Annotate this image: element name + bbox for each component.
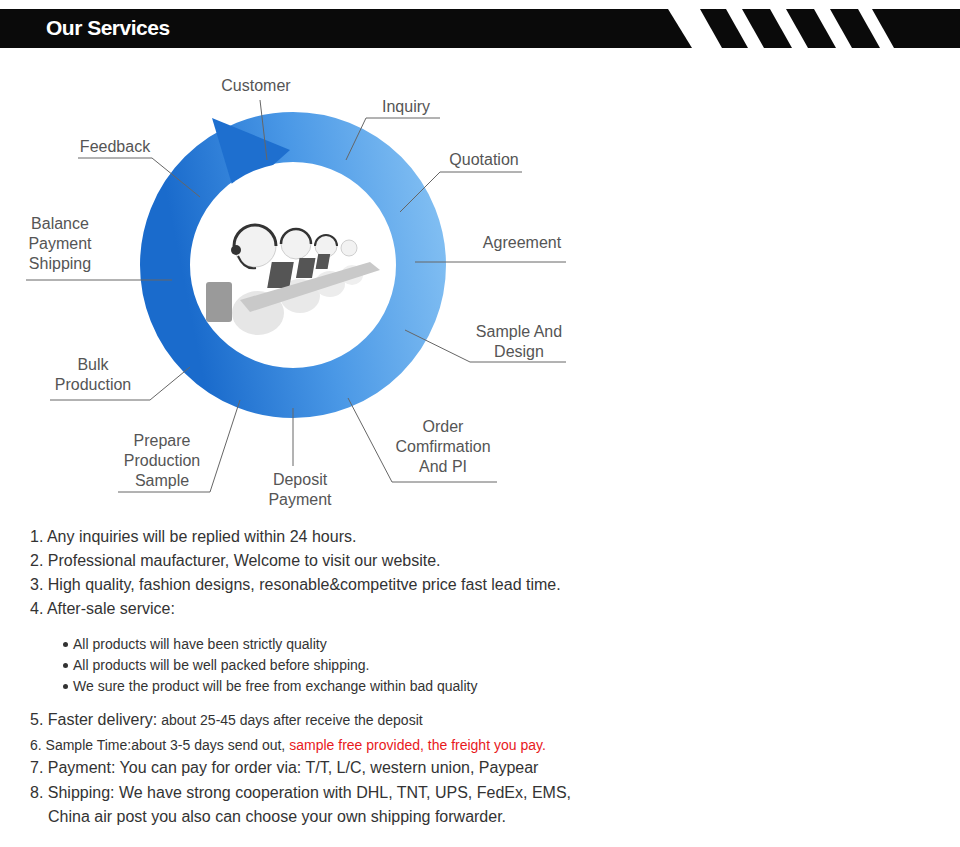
step-label: Quotation — [434, 150, 534, 170]
list-text: All products will have been strictly qua… — [73, 636, 327, 652]
step-label: Sample And Design — [469, 322, 569, 362]
step-label: Order Comfirmation And PI — [388, 417, 498, 477]
list-text: 2. Professional maufacturer, Welcome to … — [30, 552, 441, 569]
list-line: All products will have been strictly qua… — [73, 634, 327, 654]
list-line: 1. Any inquiries will be replied within … — [30, 526, 356, 548]
list-bullet — [63, 663, 68, 668]
step-label: Deposit Payment — [260, 470, 340, 510]
step-label: Bulk Production — [46, 355, 141, 395]
list-text: about 25-45 days after receive the depos… — [161, 712, 423, 728]
list-text: 1. Any inquiries will be replied within … — [30, 528, 356, 545]
list-text: 8. Shipping: We have strong cooperation … — [30, 784, 571, 825]
list-line: All products will be well packed before … — [73, 655, 370, 675]
call-center-figures — [206, 225, 380, 335]
list-line: 5. Faster delivery:about 25-45 days afte… — [30, 709, 423, 731]
list-text: All products will be well packed before … — [73, 657, 370, 673]
list-line: 6. Sample Time:about 3-5 days send out,s… — [30, 734, 546, 756]
step-label: Balance Payment Shipping — [10, 214, 110, 274]
list-text: sample free provided, the freight you pa… — [289, 737, 546, 753]
list-text: 4. After-sale service: — [30, 600, 175, 617]
list-line: 4. After-sale service: — [30, 598, 175, 620]
step-label: Customer — [196, 76, 316, 96]
cycle-ring — [165, 118, 421, 393]
list-line: 7. Payment: You can pay for order via: T… — [30, 757, 538, 779]
list-line: 3. High quality, fashion designs, resona… — [30, 574, 561, 596]
list-text: 6. Sample Time:about 3-5 days send out, — [30, 737, 285, 753]
list-text: 5. Faster delivery: — [30, 711, 157, 728]
list-text: 3. High quality, fashion designs, resona… — [30, 576, 561, 593]
step-label: Feedback — [65, 137, 165, 157]
banner-title: Our Services — [46, 16, 170, 40]
header-banner — [0, 9, 960, 48]
list-text: 7. Payment: You can pay for order via: T… — [30, 759, 538, 776]
step-label: Inquiry — [361, 97, 451, 117]
list-bullet — [63, 642, 68, 647]
list-bullet — [63, 684, 68, 689]
list-line: 2. Professional maufacturer, Welcome to … — [30, 550, 441, 572]
list-text: We sure the product will be free from ex… — [73, 678, 477, 694]
list-line: 8. Shipping: We have strong cooperation … — [30, 781, 593, 829]
leader-lines — [26, 100, 566, 492]
step-label: Prepare Production Sample — [115, 431, 210, 491]
list-line: We sure the product will be free from ex… — [73, 676, 477, 696]
step-label: Agreement — [467, 233, 577, 253]
